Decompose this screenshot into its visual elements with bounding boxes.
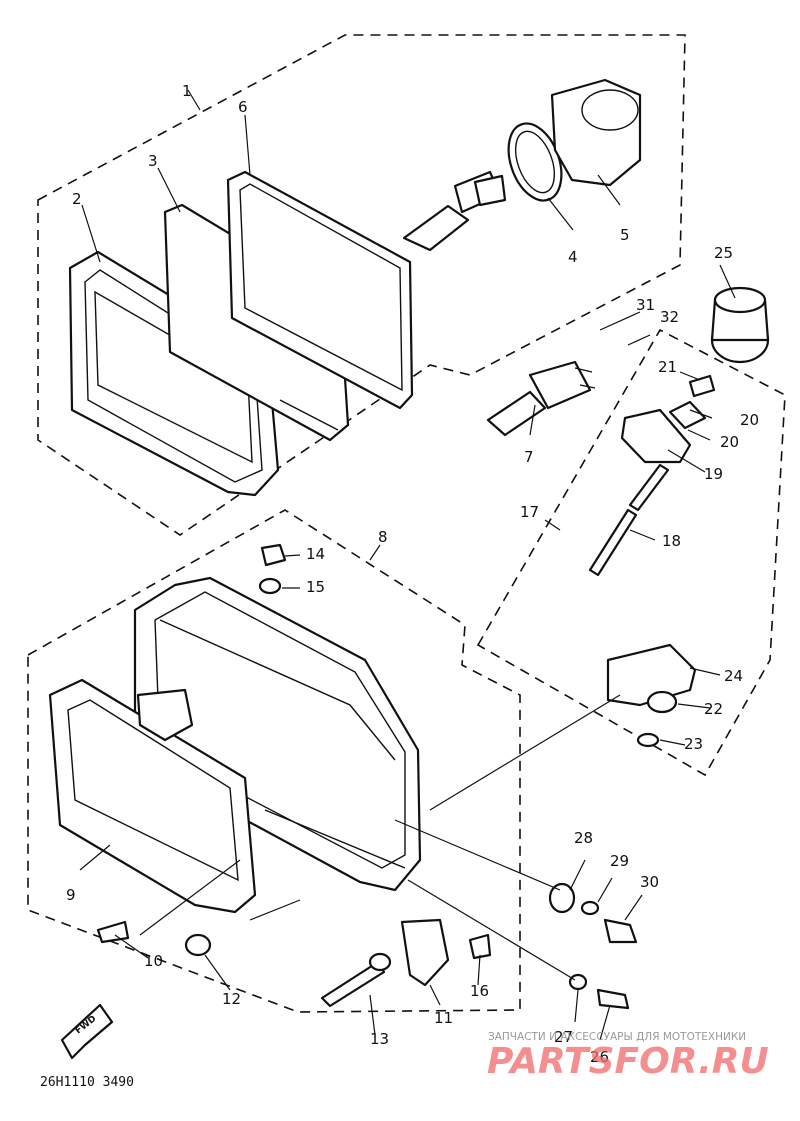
callout-13: 13 (370, 1030, 389, 1048)
callout-20b: 20 (720, 433, 739, 451)
callout-30: 30 (640, 873, 659, 891)
callout-17: 17 (520, 503, 539, 521)
leader-lines (79, 89, 736, 1041)
assembly-1-outline (37, 34, 686, 536)
callout-5: 5 (620, 226, 630, 244)
callout-labels: 1 2 3 4 5 6 7 8 9 10 11 12 13 14 15 16 1… (66, 82, 759, 1066)
collar-fastener-part (548, 882, 638, 1010)
callout-24: 24 (724, 667, 743, 685)
lower-fastener-parts (96, 918, 492, 1008)
rim-bracket-part (48, 678, 257, 914)
callout-31: 31 (636, 296, 655, 314)
callout-2: 2 (72, 190, 82, 208)
callout-16: 16 (470, 982, 489, 1000)
callout-18: 18 (662, 532, 681, 550)
callout-22: 22 (704, 700, 723, 718)
forward-arrow-icon: FWD (60, 1003, 114, 1060)
lower-bracket-part (606, 643, 697, 748)
callout-20a: 20 (740, 411, 759, 429)
callout-14: 14 (306, 545, 325, 563)
upper-bracket-part (620, 374, 716, 464)
callout-4: 4 (568, 248, 578, 266)
callout-7: 7 (524, 448, 534, 466)
callout-26: 26 (590, 1048, 609, 1066)
callout-10: 10 (144, 952, 163, 970)
watermark: ЗАПЧАСТИ И АКСЕССУАРЫ ДЛЯ МОТОТЕХНИКИ PA… (487, 1031, 769, 1082)
drawing-code: 26H1110 3490 (40, 1075, 134, 1090)
callout-15: 15 (306, 578, 325, 596)
callout-1: 1 (182, 82, 192, 100)
assembly-17-outline (476, 328, 786, 777)
callout-32: 32 (660, 308, 679, 326)
callout-6: 6 (238, 98, 248, 116)
callout-21: 21 (658, 358, 677, 376)
bulb-part (486, 360, 596, 437)
callout-3: 3 (148, 152, 158, 170)
watermark-caption: ЗАПЧАСТИ И АКСЕССУАРЫ ДЛЯ МОТОТЕХНИКИ (488, 1031, 746, 1043)
callout-19: 19 (704, 465, 723, 483)
assembly-8-outline (27, 509, 521, 1013)
callout-25: 25 (714, 244, 733, 262)
callout-9: 9 (66, 886, 76, 904)
adjuster-rod-part (588, 463, 670, 577)
bulb-boot-part (550, 78, 642, 187)
bulb-upper-part (402, 170, 507, 252)
retaining-ring-part (507, 122, 563, 202)
callout-8: 8 (378, 528, 388, 546)
watermark-brand: PARTSFOR.RU (487, 1041, 769, 1082)
callout-12: 12 (222, 990, 241, 1008)
callout-27: 27 (554, 1028, 573, 1046)
callout-28: 28 (574, 829, 593, 847)
callout-29: 29 (610, 852, 629, 870)
callout-11: 11 (434, 1009, 453, 1027)
adjuster-knob-part (710, 286, 770, 364)
headlight-seal-part (226, 170, 414, 410)
housing-screw-part (258, 543, 287, 595)
callout-23: 23 (684, 735, 703, 753)
